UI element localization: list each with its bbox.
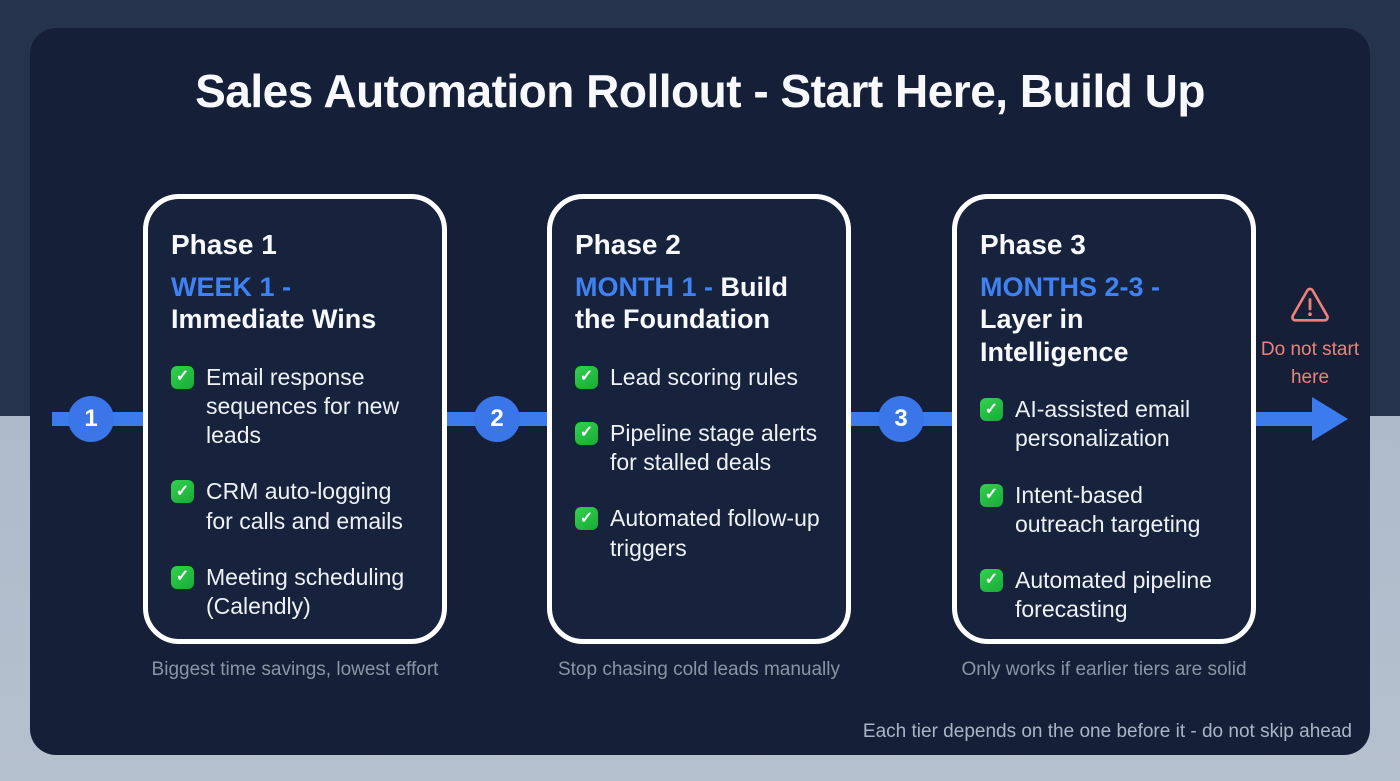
list-item-label: Intent-based outreach targeting [1015,481,1201,537]
list-item-label: Automated pipeline forecasting [1015,566,1212,623]
phase-name: Phase 2 [575,229,681,260]
list-item-label: Lead scoring rules [610,363,798,390]
phase-subtitle: WEEK 1 - Immediate Wins [171,271,419,336]
list-item: ✓ Intent-based outreach targeting [980,481,1228,539]
phase-item-list: ✓ Email response sequences for new leads… [171,363,419,621]
list-item-label: CRM auto-logging for calls and emails [206,478,403,534]
flow-arrow-head-icon [1312,397,1348,441]
phase-timeframe: MONTH 1 - [575,272,713,302]
phase-subtitle-text: Immediate Wins [171,304,377,335]
check-icon: ✓ [980,568,1003,592]
page-title: Sales Automation Rollout - Start Here, B… [195,65,1205,117]
list-item-label: Meeting scheduling (Calendly) [206,563,405,619]
warning-triangle-icon [1291,287,1329,322]
phase-timeframe: MONTHS 2-3 - [980,272,1161,302]
check-icon: ✓ [171,365,194,389]
phase-caption-2: Stop chasing cold leads manually [557,659,840,680]
phase-name: Phase 1 [171,229,277,260]
step-badge-2: 2 [474,396,520,442]
check-icon: ✓ [980,483,1003,507]
step-badge-3: 3 [878,396,924,442]
list-item: ✓ Automated follow-up triggers [575,504,823,562]
check-icon: ✓ [980,398,1003,422]
list-item: ✓ Automated pipeline forecasting [980,566,1228,624]
warning-note: Do not start here [1260,287,1360,391]
list-item-label: Automated follow-up triggers [610,505,820,561]
phase-subtitle: MONTHS 2-3 - Layer in Intelligence [980,271,1228,368]
check-icon: ✓ [575,507,598,531]
phase-caption-1: Biggest time savings, lowest effort [151,659,439,680]
list-item-label: AI-assisted email personalization [1015,396,1191,452]
phase-item-list: ✓ AI-assisted email personalization ✓ In… [980,395,1228,624]
list-item-label: Pipeline stage alerts for stalled deals [610,419,818,476]
phase-card-2: Phase 2 MONTH 1 - Build the Foundation ✓… [547,194,851,644]
footnote: Each tier depends on the one before it -… [862,721,1352,742]
check-icon: ✓ [575,421,598,445]
phase-caption-3: Only works if earlier tiers are solid [961,659,1247,680]
phase-timeframe: WEEK 1 - [171,272,292,302]
phase-card-1: Phase 1 WEEK 1 - Immediate Wins ✓ Email … [143,194,447,644]
list-item: ✓ Email response sequences for new leads [171,363,419,451]
phase-item-list: ✓ Lead scoring rules ✓ Pipeline stage al… [575,363,823,563]
phase-name: Phase 3 [980,229,1086,260]
phase-subtitle-text: Build the Foundation [575,272,789,335]
phase-card-3: Phase 3 MONTHS 2-3 - Layer in Intelligen… [952,194,1256,644]
list-item: ✓ CRM auto-logging for calls and emails [171,477,419,535]
list-item: ✓ AI-assisted email personalization [980,395,1228,453]
check-icon: ✓ [575,365,598,389]
list-item: ✓ Pipeline stage alerts for stalled deal… [575,419,823,477]
list-item-label: Email response sequences for new leads [206,363,400,449]
check-icon: ✓ [171,565,194,589]
step-badge-1: 1 [68,396,114,442]
list-item: ✓ Meeting scheduling (Calendly) [171,563,419,621]
warning-label: Do not start here [1260,339,1360,388]
phase-subtitle-text: Layer in Intelligence [980,304,1129,367]
list-item: ✓ Lead scoring rules [575,363,823,392]
phase-subtitle: MONTH 1 - Build the Foundation [575,271,823,336]
check-icon: ✓ [171,480,194,504]
